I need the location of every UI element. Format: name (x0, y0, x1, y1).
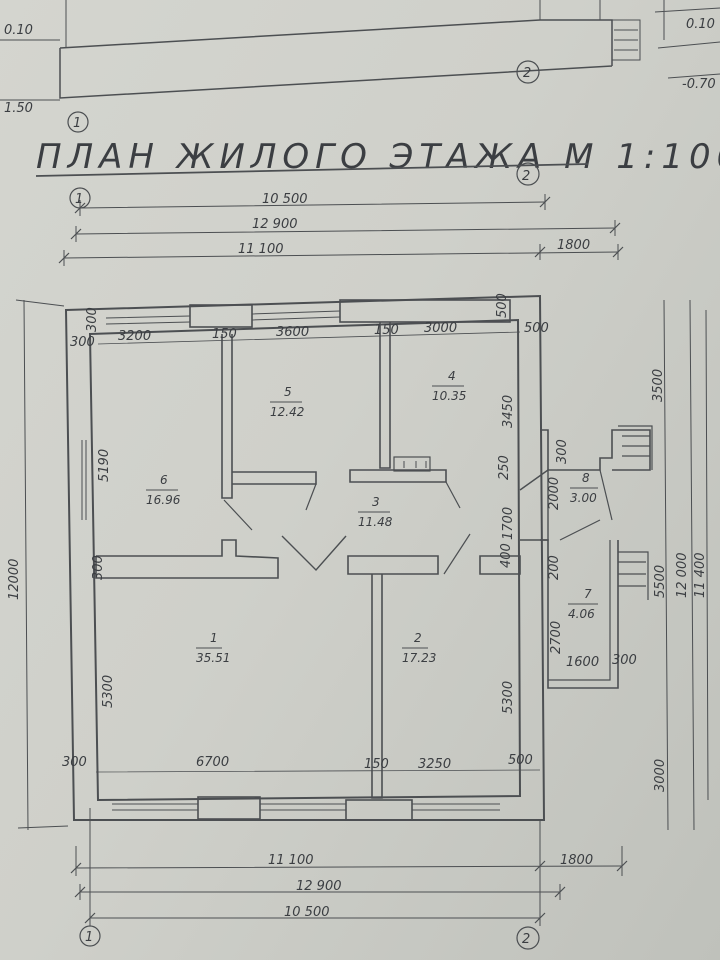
elevation-mark-right-top: 0.10 (686, 17, 715, 32)
elevation-mark-left: 1.50 (4, 101, 33, 116)
axis-bubble-1-top-elev (67, 111, 89, 133)
elevation-fragment: 0.10 0.10 -0.70 1.50 1 2 (0, 0, 720, 133)
bottom-dimensions: 11 100 1800 12 900 10 500 (70, 846, 628, 926)
room-1-area: 35.51 (196, 651, 230, 665)
room-4-number: 4 (448, 369, 456, 383)
dim-3600: 3600 (276, 325, 309, 340)
axis-label-2-bottom: 2 (522, 932, 530, 947)
dim-small-10: 300 (91, 555, 106, 580)
dim-small-4: 300 (555, 439, 570, 464)
axis-label-1: 1 (73, 116, 81, 131)
window-top-1 (189, 304, 253, 328)
top-dimensions: 10 500 12 900 11 100 1800 (58, 192, 624, 266)
interior-walls (95, 322, 549, 799)
window-bottom-2 (345, 799, 413, 821)
room-5-area: 12.42 (270, 405, 304, 419)
dim-top-1800: 1800 (557, 238, 590, 253)
dim-right-11400: 11 400 (693, 553, 708, 599)
dim-small-2: 300 (70, 335, 95, 350)
room-3-area: 11.48 (358, 515, 393, 529)
dim-small-6: 300 (62, 755, 87, 770)
room-labels: 1 35.51 2 17.23 3 11.48 4 10.35 5 12.42 … (146, 369, 598, 665)
stove-symbol (393, 456, 431, 472)
dim-3450: 3450 (501, 395, 516, 428)
dim-1700: 1700 (501, 507, 516, 540)
room-5-number: 5 (284, 385, 292, 399)
dim-3250: 3250 (418, 757, 451, 772)
dim-right-3000: 3000 (653, 759, 668, 792)
dim-bottom-10500: 10 500 (284, 905, 330, 920)
interior-dimensions: 3200 150 3600 150 3000 500 6700 150 3250… (62, 293, 637, 773)
dim-top-10500: 10 500 (262, 192, 308, 207)
dim-150-a: 150 (212, 327, 237, 342)
dim-5300-left: 5300 (101, 675, 116, 708)
window-bottom-1 (197, 796, 261, 820)
elevation-mark-left-top: 0.10 (4, 23, 33, 38)
right-dimensions: 3500 5500 3000 12 000 11 400 (651, 299, 709, 831)
axis-label-2: 2 (523, 66, 531, 81)
axis-label-2-top: 2 (522, 169, 530, 184)
room-3-number: 3 (372, 495, 380, 509)
dim-small-9: 200 (547, 555, 562, 580)
dim-bottom-11100: 11 100 (268, 853, 314, 868)
room-6-number: 6 (160, 473, 168, 487)
axis-bubble-2-top (516, 162, 540, 186)
dim-150-c: 150 (364, 757, 389, 772)
dim-right-5500: 5500 (653, 565, 668, 598)
dim-right-12000: 12 000 (675, 553, 690, 599)
dim-6700: 6700 (196, 755, 229, 770)
dim-small-7: 500 (508, 753, 533, 768)
room-1-number: 1 (210, 631, 218, 645)
dim-top-11100: 11 100 (238, 242, 284, 257)
dim-1600: 1600 (566, 655, 599, 670)
room-8-number: 8 (582, 471, 590, 485)
dim-2000: 2000 (547, 477, 562, 510)
porch (540, 425, 653, 689)
room-4-area: 10.35 (432, 389, 466, 403)
room-2-number: 2 (414, 631, 422, 645)
axis-label-1-top: 1 (75, 192, 83, 207)
dim-right-3500: 3500 (651, 369, 666, 402)
dim-small-8: 300 (612, 653, 637, 668)
dim-5300-right: 5300 (501, 681, 516, 714)
room-7-area: 4.06 (568, 607, 595, 621)
dim-small-5: 250 (497, 455, 512, 480)
dim-5190: 5190 (97, 449, 112, 482)
dim-small-0: 300 (85, 307, 100, 332)
dim-small-1: 500 (495, 293, 510, 318)
dim-500: 500 (524, 321, 549, 336)
dim-left-12000: 12000 (7, 559, 22, 600)
room-2-area: 17.23 (402, 651, 436, 665)
room-7-number: 7 (584, 587, 592, 601)
exterior-walls (64, 294, 546, 821)
dim-top-12900: 12 900 (252, 217, 298, 232)
dim-3200: 3200 (118, 329, 151, 344)
dim-small-3: 400 (499, 543, 514, 568)
left-dimensions: 12000 (7, 299, 69, 831)
axis-label-1-bottom: 1 (85, 930, 93, 945)
dim-150-b: 150 (374, 323, 399, 338)
room-6-area: 16.96 (146, 493, 181, 507)
room-8-area: 3.00 (570, 491, 597, 505)
axis-bubble-2-top-elev (516, 60, 540, 84)
dim-3000: 3000 (424, 321, 457, 336)
elevation-mark-right: -0.70 (682, 77, 716, 92)
window-top-2 (339, 299, 511, 323)
dim-bottom-1800: 1800 (560, 853, 593, 868)
drawing-title: ПЛАН ЖИЛОГО ЭТАЖА М 1:100 (36, 137, 720, 177)
dim-bottom-12900: 12 900 (296, 879, 342, 894)
dim-2700: 2700 (549, 621, 564, 654)
axis-bubble-2-bottom (516, 926, 540, 950)
